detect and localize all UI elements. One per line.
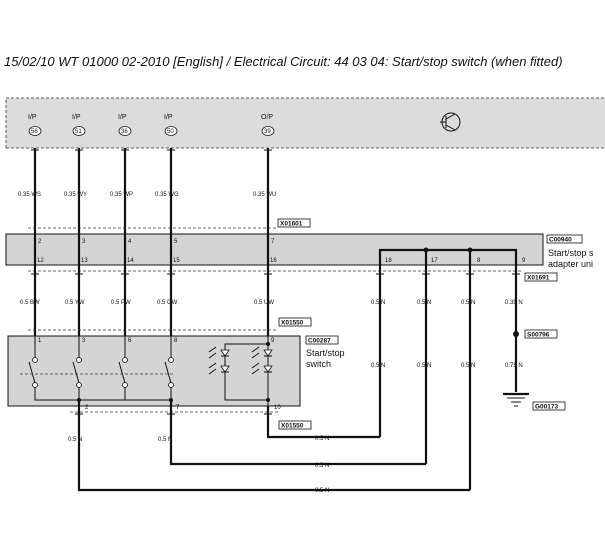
svg-text:13: 13 xyxy=(81,258,88,264)
svg-text:X01550: X01550 xyxy=(281,320,304,327)
svg-text:0.5 N: 0.5 N xyxy=(417,300,431,306)
switch-label: Start/stop xyxy=(306,348,345,358)
ecu-box xyxy=(5,97,605,149)
wire-label-wp: 0.35 WP xyxy=(110,192,133,198)
svg-text:C00940: C00940 xyxy=(549,237,572,244)
svg-text:9: 9 xyxy=(522,258,526,264)
svg-text:2: 2 xyxy=(38,239,42,245)
svg-text:0.5 BW: 0.5 BW xyxy=(20,300,40,306)
svg-text:8: 8 xyxy=(174,338,178,344)
ecu-pin-3: I/P 36 xyxy=(118,114,132,136)
svg-text:switch: switch xyxy=(306,359,331,369)
svg-text:12: 12 xyxy=(37,258,44,264)
svg-text:0.5 N: 0.5 N xyxy=(315,488,329,494)
svg-text:3: 3 xyxy=(82,338,86,344)
svg-text:O/P: O/P xyxy=(261,114,273,121)
svg-text:39: 39 xyxy=(264,129,271,135)
svg-text:14: 14 xyxy=(127,258,134,264)
svg-text:X01691: X01691 xyxy=(527,275,550,282)
svg-text:0.5 N: 0.5 N xyxy=(461,300,475,306)
svg-text:S00796: S00796 xyxy=(527,332,550,339)
svg-text:0.5 PW: 0.5 PW xyxy=(111,300,131,306)
led-icon xyxy=(251,346,273,375)
adapter-label: Start/stop s xyxy=(548,248,594,258)
svg-text:1: 1 xyxy=(38,338,42,344)
wire-label-wu: 0.35 WU xyxy=(253,192,276,198)
svg-text:0.5 YW: 0.5 YW xyxy=(65,300,85,306)
svg-text:8: 8 xyxy=(477,258,481,264)
svg-text:17: 17 xyxy=(431,258,438,264)
svg-text:6: 6 xyxy=(128,338,132,344)
svg-text:7: 7 xyxy=(271,239,275,245)
connector-x01550-top: X01550 xyxy=(28,317,312,331)
svg-text:adapter uni: adapter uni xyxy=(548,259,593,269)
svg-text:0.75 N: 0.75 N xyxy=(505,363,523,369)
svg-text:I/P: I/P xyxy=(118,114,127,121)
svg-text:0.5 N: 0.5 N xyxy=(315,463,329,469)
svg-text:C00287: C00287 xyxy=(308,338,331,345)
svg-text:0.5 UW: 0.5 UW xyxy=(254,300,274,306)
mid-wires xyxy=(31,265,520,490)
connector-x01691: X01691 xyxy=(28,270,558,282)
svg-text:0.5 N: 0.5 N xyxy=(315,436,329,442)
svg-text:7: 7 xyxy=(176,405,180,411)
adapter-internal-wiring xyxy=(33,234,518,265)
svg-text:I/P: I/P xyxy=(72,114,81,121)
connector-x01601: X01601 xyxy=(28,218,311,229)
svg-text:36: 36 xyxy=(121,129,128,135)
svg-text:X01550: X01550 xyxy=(281,423,304,430)
svg-text:X01601: X01601 xyxy=(280,221,303,228)
svg-text:I/P: I/P xyxy=(164,114,173,121)
svg-text:0.5 N: 0.5 N xyxy=(461,363,475,369)
svg-text:0.5 GW: 0.5 GW xyxy=(157,300,178,306)
svg-text:9: 9 xyxy=(271,338,275,344)
svg-text:0.5 N: 0.5 N xyxy=(371,363,385,369)
ecu-pin-5: O/P 39 xyxy=(261,114,275,136)
svg-text:3: 3 xyxy=(82,239,86,245)
svg-text:16: 16 xyxy=(270,258,277,264)
ecu-pin-4: I/P 50 xyxy=(164,114,178,136)
page-title: 15/02/10 WT 01000 02-2010 [English] / El… xyxy=(4,54,563,69)
svg-text:0.5 N: 0.5 N xyxy=(417,363,431,369)
transistor-icon xyxy=(440,112,461,132)
ground-icon: G00173 xyxy=(503,392,566,411)
svg-text:2: 2 xyxy=(85,405,89,411)
svg-text:56: 56 xyxy=(31,129,38,135)
upper-wires xyxy=(31,148,272,234)
connector-x01550-bottom: X01550 xyxy=(70,411,312,430)
led-icon xyxy=(208,346,230,375)
lower-wires xyxy=(75,406,470,492)
start-stop-switch-box: C00287 Start/stop switch xyxy=(7,335,345,407)
wire-label-ws: 0.35 WS xyxy=(18,192,41,198)
wire-label-wy: 0.35 WY xyxy=(64,192,87,198)
splice-s00796: S00796 xyxy=(513,329,558,339)
svg-text:15: 15 xyxy=(173,258,180,264)
switch-internal-wiring xyxy=(20,336,270,406)
adapter-unit-box: C00940 Start/stop s adapter uni xyxy=(5,233,594,269)
svg-text:0.5 N: 0.5 N xyxy=(371,300,385,306)
svg-text:5: 5 xyxy=(174,239,178,245)
svg-text:50: 50 xyxy=(167,129,174,135)
svg-text:4: 4 xyxy=(128,239,132,245)
svg-text:G00173: G00173 xyxy=(535,404,559,411)
ecu-pin-2: I/P 51 xyxy=(72,114,86,136)
svg-text:I/P: I/P xyxy=(28,114,37,121)
ecu-pin-1: I/P 56 xyxy=(28,114,42,136)
svg-text:51: 51 xyxy=(75,129,82,135)
svg-text:0.5 N: 0.5 N xyxy=(68,437,82,443)
svg-text:0.5 N: 0.5 N xyxy=(158,437,172,443)
svg-text:18: 18 xyxy=(385,258,392,264)
svg-text:0.35 N: 0.35 N xyxy=(505,300,523,306)
wire-label-wg: 0.35 WG xyxy=(155,192,179,198)
svg-text:10: 10 xyxy=(274,405,281,411)
